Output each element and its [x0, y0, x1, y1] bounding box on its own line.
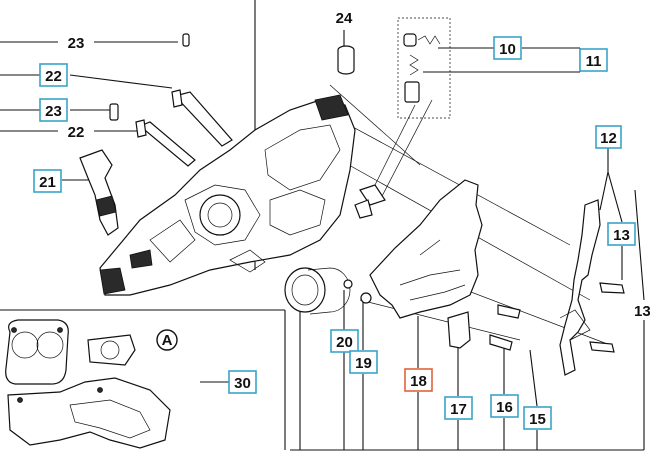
bracket-21: [79, 149, 119, 236]
callout-10[interactable]: 10: [499, 41, 516, 58]
callout-20[interactable]: 20: [336, 334, 353, 351]
callout-23-boxed[interactable]: 23: [45, 103, 62, 120]
callout-16-box: [490, 394, 519, 418]
callout-16[interactable]: 16: [496, 399, 513, 416]
detail-inset-10-11: [397, 17, 451, 119]
callout-22-plain[interactable]: 22: [68, 124, 85, 141]
callout-22-boxed[interactable]: 22: [45, 68, 62, 85]
bushing-24: [337, 45, 355, 75]
tensioner-bar-12: [559, 199, 601, 376]
callout-21-box: [33, 169, 62, 193]
callout-11[interactable]: 11: [586, 53, 602, 70]
callout-23-top[interactable]: 23: [68, 35, 85, 52]
callout-13-box: [607, 222, 636, 246]
plate-17: [447, 311, 471, 349]
callout-15[interactable]: 15: [529, 411, 546, 428]
callout-19-box: [349, 350, 378, 374]
callout-17-box: [444, 396, 473, 420]
callout-19[interactable]: 19: [355, 355, 372, 372]
crankcase-half: [99, 94, 356, 296]
callout-10-box: [493, 36, 522, 60]
callout-20-box: [330, 329, 359, 353]
small-fasteners: [343, 184, 625, 353]
callout-23-box: [39, 98, 68, 122]
callouts: 24 23 22 23 22 21 10 11 12 13 13 20 19: [33, 10, 650, 430]
callout-18[interactable]: 18: [410, 373, 427, 390]
gasket-inset: [5, 319, 171, 449]
bolts-23-22: [109, 33, 233, 167]
inset-marker-a: A: [156, 329, 178, 351]
leader-lines: [0, 0, 645, 451]
inset-label: A: [162, 332, 173, 349]
callout-21[interactable]: 21: [39, 174, 56, 191]
callout-22-box: [39, 63, 68, 87]
callout-12-box: [595, 125, 622, 149]
chain-guide-cover-18: [369, 179, 483, 319]
callout-13-boxed[interactable]: 13: [613, 227, 630, 244]
callout-15-box: [523, 406, 552, 430]
callout-17[interactable]: 17: [450, 401, 467, 418]
callout-30[interactable]: 30: [234, 375, 251, 392]
callout-30-box: [228, 370, 257, 394]
callout-13-plain[interactable]: 13: [634, 303, 650, 320]
callout-12[interactable]: 12: [600, 130, 617, 147]
callout-11-box: [579, 48, 608, 72]
callout-24[interactable]: 24: [336, 10, 353, 27]
seal-ring: [284, 267, 351, 315]
callout-18-box: [404, 368, 433, 392]
